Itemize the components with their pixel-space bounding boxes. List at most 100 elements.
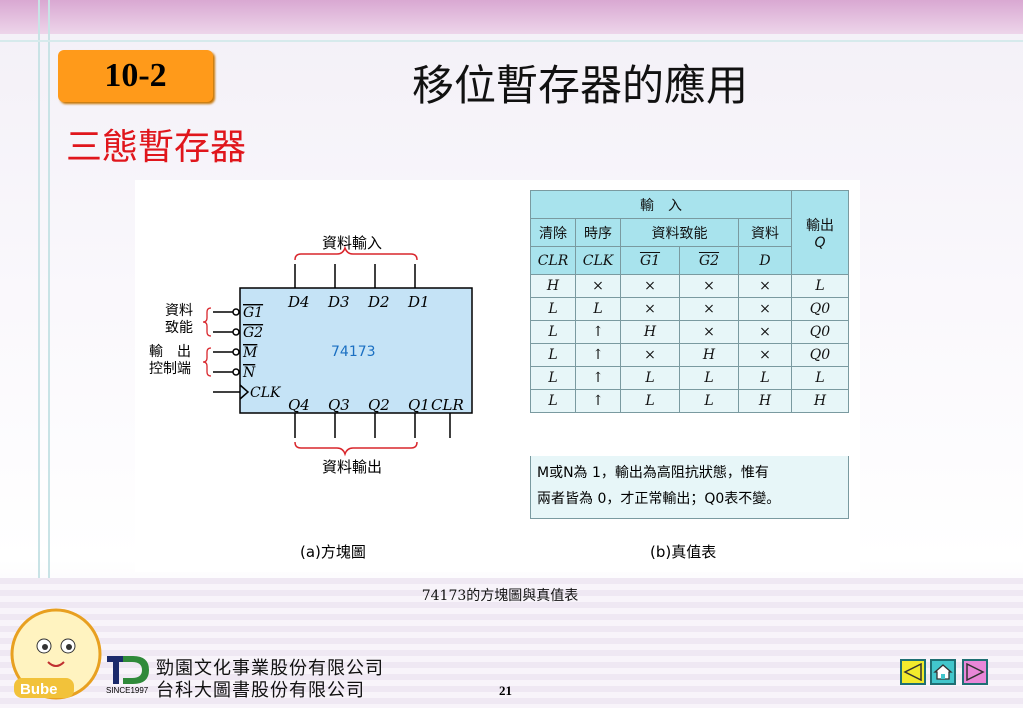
table-cell: Q0 <box>791 320 849 344</box>
slide-title: 移位暫存器的應用 <box>411 61 748 110</box>
table-cell: L <box>530 366 576 390</box>
top-label: 資料輸入 <box>322 234 382 252</box>
pin-g1: G1 <box>243 305 263 321</box>
table-cell: ↑ <box>575 320 621 344</box>
sym-g2: G2 <box>679 246 739 275</box>
table-cell: × <box>679 297 739 321</box>
chip-box <box>239 287 473 414</box>
pin-n: N <box>242 365 256 381</box>
left-label-2b: 控制端 <box>149 361 191 377</box>
pin-q3: Q3 <box>328 396 350 414</box>
sym-clr: CLR <box>530 246 576 275</box>
pin-q2: Q2 <box>368 396 390 414</box>
pin-d2: D2 <box>367 293 390 311</box>
table-cell: H <box>620 320 680 344</box>
table-cell: ↑ <box>575 343 621 367</box>
table-cell: × <box>738 274 792 298</box>
pin-q4: Q4 <box>288 396 310 414</box>
pin-d1: D1 <box>407 293 430 311</box>
table-cell: L <box>791 366 849 390</box>
table-row: H × × × × L <box>530 274 849 298</box>
left-label-1b: 致能 <box>165 320 193 336</box>
table-cell: L <box>530 343 576 367</box>
home-button[interactable] <box>930 659 956 685</box>
bottom-brace <box>294 441 418 457</box>
sym-g1: G1 <box>620 246 680 275</box>
header-clock: 時序 <box>575 218 621 247</box>
table-cell: × <box>679 274 739 298</box>
table-cell: Q0 <box>791 297 849 321</box>
pin-q1: Q1 <box>408 396 430 414</box>
table-row: L ↑ L L L L <box>530 366 849 390</box>
table-cell: Q0 <box>791 343 849 367</box>
top-brace <box>294 245 418 261</box>
pin-clr: CLR <box>431 396 464 414</box>
table-cell: × <box>575 274 621 298</box>
prev-arrow-icon <box>903 663 922 681</box>
prev-slide-button[interactable] <box>900 659 926 685</box>
figure-caption: 74173的方塊圖與真值表 <box>421 588 579 604</box>
table-cell: × <box>679 320 739 344</box>
table-cell: × <box>620 274 680 298</box>
pin-g2: G2 <box>243 325 263 341</box>
table-cell: L <box>679 389 739 413</box>
company-name-2: 台科大圖書股份有限公司 <box>156 680 365 701</box>
table-cell: L <box>791 274 849 298</box>
left-label-1a: 資料 <box>165 303 193 319</box>
diagram-caption: (a)方塊圖 <box>300 543 366 561</box>
pin-d4: D4 <box>287 293 310 311</box>
block-diagram: 資料輸入 D4 D3 D2 D1 74173 G1 G2 M N CLK 資料 … <box>149 234 473 476</box>
home-icon <box>933 664 953 680</box>
decor-line <box>38 0 40 708</box>
table-cell: ↑ <box>575 389 621 413</box>
pin-clk: CLK <box>250 385 282 401</box>
table-cell: L <box>679 366 739 390</box>
left-label-2a: 輸 出 <box>149 344 191 360</box>
table-cell: × <box>620 343 680 367</box>
table-cell: H <box>738 389 792 413</box>
table-note: M或N為 1，輸出為高阻抗狀態，惟有 兩者皆為 0，才正常輸出；Q0表不變。 <box>530 456 849 519</box>
note-line-1: M或N為 1，輸出為高阻抗狀態，惟有 <box>537 465 769 481</box>
table-row: L ↑ H × × Q0 <box>530 320 849 344</box>
table-cell: L <box>530 320 576 344</box>
chip-label: 74173 <box>331 344 376 360</box>
since-label: SINCE1997 <box>106 686 149 695</box>
group-input: 輸 入 <box>530 190 792 219</box>
decor-line <box>0 40 1023 42</box>
slide-subtitle: 三態暫存器 <box>66 127 247 168</box>
table-cell: L <box>620 366 680 390</box>
page-number: 21 <box>499 683 512 698</box>
pin-m: M <box>242 345 258 361</box>
company-logo-icon <box>107 656 149 684</box>
pin-d3: D3 <box>327 293 350 311</box>
next-arrow-icon <box>966 663 985 681</box>
table-cell: L <box>575 297 621 321</box>
note-line-2: 兩者皆為 0，才正常輸出；Q0表不變。 <box>537 491 781 507</box>
table-cell: H <box>791 389 849 413</box>
left-brace-2 <box>202 347 212 377</box>
mascot-icon: Bube <box>10 608 102 700</box>
table-row: L ↑ L L H H <box>530 389 849 413</box>
table-caption: (b)真值表 <box>650 543 717 561</box>
table-cell: × <box>738 343 792 367</box>
header-clear: 清除 <box>530 218 576 247</box>
next-slide-button[interactable] <box>962 659 988 685</box>
section-badge: 10-2 <box>58 50 213 102</box>
left-brace-1 <box>202 307 212 337</box>
table-row: L ↑ × H × Q0 <box>530 343 849 367</box>
bottom-label: 資料輸出 <box>322 458 382 476</box>
table-cell: H <box>679 343 739 367</box>
header-enable: 資料致能 <box>620 218 739 247</box>
table-cell: × <box>620 297 680 321</box>
table-cell: L <box>530 389 576 413</box>
bottom-band <box>0 578 1023 708</box>
mascot-text: Bube <box>20 681 58 698</box>
table-cell: L <box>738 366 792 390</box>
table-cell: ↑ <box>575 366 621 390</box>
table-cell: × <box>738 297 792 321</box>
header-data: 資料 <box>738 218 792 247</box>
sym-clk: CLK <box>575 246 621 275</box>
top-band <box>0 0 1023 34</box>
table-cell: L <box>530 297 576 321</box>
